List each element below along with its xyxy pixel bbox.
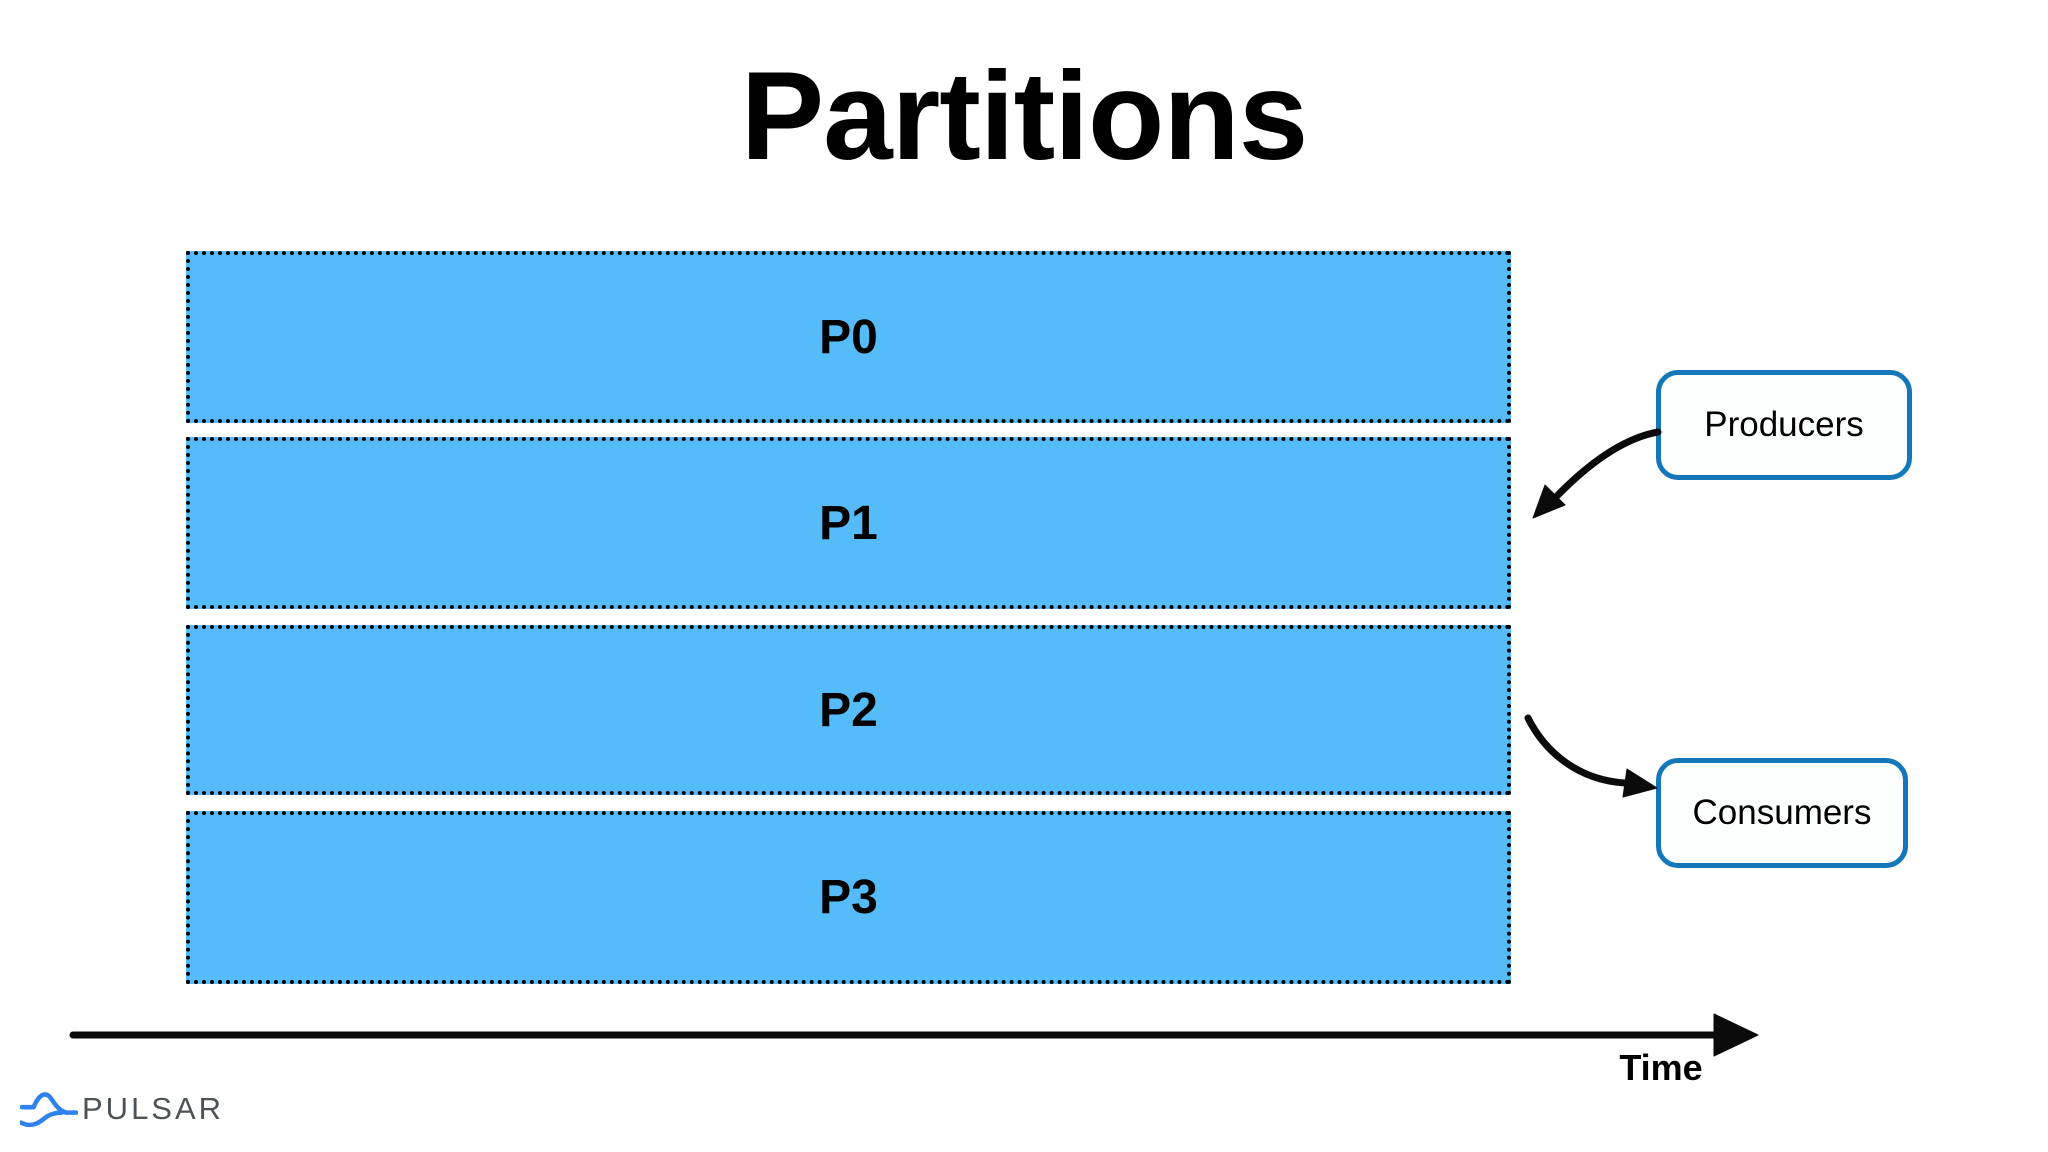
consumers-label: Consumers bbox=[1692, 793, 1872, 832]
partition-p2: P2 bbox=[186, 625, 1511, 795]
producers-box: Producers bbox=[1656, 370, 1912, 480]
partition-p0-label: P0 bbox=[819, 310, 878, 364]
producers-label: Producers bbox=[1704, 405, 1864, 444]
time-axis-label: Time bbox=[1619, 1047, 1703, 1088]
pulsar-logo: PULSAR bbox=[20, 1086, 224, 1132]
pulsar-wave-icon bbox=[20, 1092, 78, 1128]
partition-p1-label: P1 bbox=[819, 496, 878, 550]
partition-p3: P3 bbox=[186, 811, 1511, 984]
partition-p1: P1 bbox=[186, 437, 1511, 609]
pulsar-logo-text: PULSAR bbox=[82, 1091, 225, 1126]
partition-p0: P0 bbox=[186, 251, 1511, 423]
slide-title: Partitions bbox=[740, 47, 1308, 186]
partition-p3-label: P3 bbox=[819, 871, 878, 924]
producers-arrow-icon bbox=[1532, 428, 1662, 519]
consumers-box: Consumers bbox=[1656, 758, 1908, 868]
time-axis-arrow-icon bbox=[69, 1013, 1759, 1057]
partition-p2-label: P2 bbox=[819, 683, 878, 737]
consumers-arrow-icon bbox=[1524, 714, 1658, 798]
